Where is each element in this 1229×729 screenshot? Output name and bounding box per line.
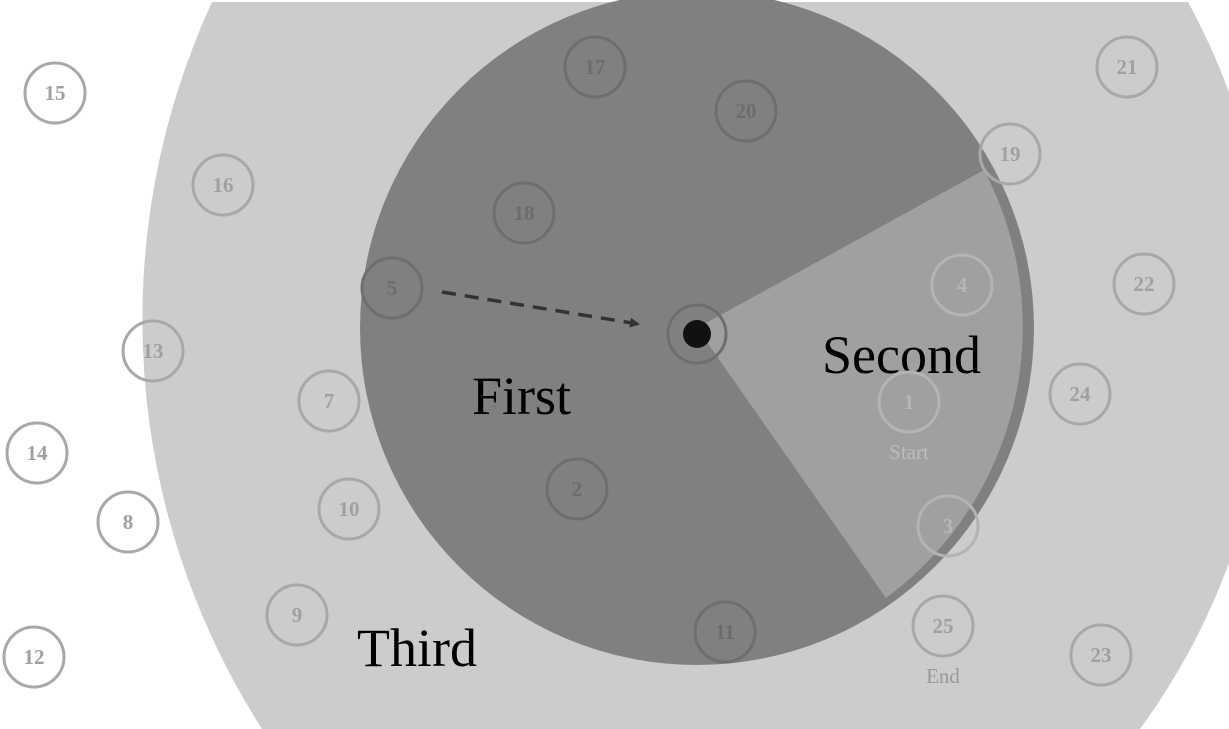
node-label: 14 xyxy=(27,441,49,465)
node-21: 21 xyxy=(1095,35,1159,99)
first-zone-label: First xyxy=(472,366,571,426)
second-zone xyxy=(697,170,1023,598)
node-label: 16 xyxy=(213,173,234,197)
node-17: 17 xyxy=(563,35,627,99)
node-23: 23 xyxy=(1069,623,1133,687)
node-label: 7 xyxy=(324,389,335,413)
node-label: 5 xyxy=(387,276,398,300)
node-label: 2 xyxy=(572,477,583,501)
node-circle xyxy=(492,181,556,245)
node-label: 8 xyxy=(123,510,134,534)
node-label: 13 xyxy=(143,339,164,363)
node-caption: Start xyxy=(889,440,929,464)
node-3: 3 xyxy=(916,494,980,558)
node-label: 10 xyxy=(339,497,360,521)
node-circle xyxy=(714,79,778,143)
node-5: 5 xyxy=(360,256,424,320)
node-2: 2 xyxy=(545,457,609,521)
node-8: 8 xyxy=(96,490,160,554)
node-circle xyxy=(360,256,424,320)
dashed-arrow xyxy=(441,290,640,328)
node-11: 11 xyxy=(693,600,757,664)
node-circle xyxy=(1112,252,1176,316)
node-15: 15 xyxy=(23,61,87,125)
node-label: 25 xyxy=(933,614,954,638)
node-circle xyxy=(191,153,255,217)
center-dot xyxy=(683,320,711,348)
node-13: 13 xyxy=(121,319,185,383)
node-label: 12 xyxy=(24,645,45,669)
node-circle xyxy=(121,319,185,383)
node-24: 24 xyxy=(1048,362,1112,426)
node-label: 17 xyxy=(585,55,606,79)
node-circle xyxy=(1069,623,1133,687)
node-20: 20 xyxy=(714,79,778,143)
second-zone-label: Second xyxy=(822,325,981,385)
node-9: 9 xyxy=(265,583,329,647)
node-10: 10 xyxy=(317,477,381,541)
third-zone-label: Third xyxy=(357,618,477,678)
node-circle xyxy=(1048,362,1112,426)
node-label: 19 xyxy=(1000,142,1021,166)
node-7: 7 xyxy=(297,369,361,433)
node-18: 18 xyxy=(492,181,556,245)
node-circle xyxy=(930,253,994,317)
node-circle xyxy=(911,594,975,658)
node-label: 18 xyxy=(514,201,535,225)
node-circle xyxy=(23,61,87,125)
node-4: 4 xyxy=(930,253,994,317)
node-circle xyxy=(978,122,1042,186)
node-12: 12 xyxy=(2,625,66,689)
node-circle xyxy=(2,625,66,689)
node-label: 23 xyxy=(1091,643,1112,667)
node-label: 15 xyxy=(45,81,66,105)
node-label: 4 xyxy=(957,273,968,297)
node-14: 14 xyxy=(5,421,69,485)
node-circle xyxy=(916,494,980,558)
node-caption: End xyxy=(926,664,960,688)
node-circle xyxy=(5,421,69,485)
node-label: 21 xyxy=(1117,55,1138,79)
node-circle xyxy=(297,369,361,433)
node-circle xyxy=(317,477,381,541)
node-label: 3 xyxy=(943,514,954,538)
node-circle xyxy=(265,583,329,647)
node-label: 11 xyxy=(715,620,735,644)
node-label: 24 xyxy=(1070,382,1092,406)
node-circle xyxy=(1095,35,1159,99)
node-circle xyxy=(693,600,757,664)
node-circle xyxy=(96,490,160,554)
node-circle xyxy=(877,370,941,434)
node-label: 20 xyxy=(736,99,757,123)
node-label: 22 xyxy=(1134,272,1155,296)
node-22: 22 xyxy=(1112,252,1176,316)
node-label: 9 xyxy=(292,603,303,627)
node-19: 19 xyxy=(978,122,1042,186)
center-ring xyxy=(666,303,728,365)
node-circle xyxy=(563,35,627,99)
node-16: 16 xyxy=(191,153,255,217)
node-label: 1 xyxy=(904,390,915,414)
nodes-layer: 1Start2345789101112131415161718192021222… xyxy=(2,35,1176,689)
node-circle xyxy=(545,457,609,521)
